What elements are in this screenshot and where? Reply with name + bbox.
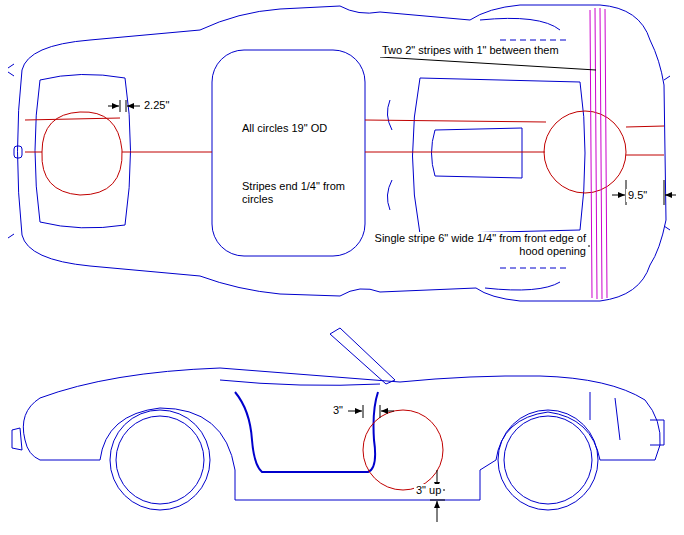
dimension-label: All circles 19" OD bbox=[240, 122, 329, 135]
leader bbox=[612, 195, 625, 196]
rear-wheel bbox=[110, 410, 210, 510]
cross-stripes bbox=[590, 8, 607, 299]
leader bbox=[626, 180, 664, 205]
front-tire bbox=[504, 416, 592, 504]
rear-circle bbox=[42, 112, 122, 195]
leader bbox=[120, 100, 126, 112]
dimensions-side bbox=[348, 405, 445, 522]
dimension-label: 9.5" bbox=[626, 189, 649, 202]
windshield-post bbox=[387, 100, 392, 210]
trunk-lid bbox=[35, 74, 131, 227]
cross-stripe bbox=[595, 8, 597, 299]
body-outline bbox=[18, 5, 667, 301]
dimensions-top bbox=[108, 57, 676, 247]
dimension-label: 3" up bbox=[414, 484, 443, 497]
stripe-line bbox=[25, 118, 664, 155]
leader bbox=[363, 405, 380, 418]
leader bbox=[127, 106, 140, 107]
leader bbox=[348, 411, 362, 412]
cockpit bbox=[212, 50, 365, 256]
door bbox=[235, 392, 378, 472]
leader bbox=[380, 57, 596, 247]
dimension-label: Two 2" stripes with 1" between them bbox=[380, 44, 561, 57]
dimension-label: Single stripe 6" wide 1/4" from front ed… bbox=[372, 232, 588, 258]
hood-circle bbox=[544, 111, 626, 193]
hood-opening bbox=[413, 78, 586, 234]
leader bbox=[108, 106, 119, 107]
dimension-label: 2.25" bbox=[142, 99, 171, 112]
cross-stripe bbox=[590, 10, 592, 298]
leader bbox=[437, 501, 438, 522]
top-view bbox=[8, 5, 670, 301]
dimension-label: 3" bbox=[331, 404, 345, 417]
grille bbox=[12, 392, 664, 450]
cockpit-line bbox=[220, 380, 380, 385]
mirror bbox=[8, 64, 670, 238]
leader bbox=[430, 500, 445, 501]
hood-scoop bbox=[432, 128, 523, 178]
gas-cap bbox=[14, 146, 22, 158]
leader bbox=[381, 411, 394, 412]
side-view bbox=[12, 328, 664, 510]
front-wheel bbox=[498, 410, 598, 510]
windshield bbox=[330, 328, 395, 384]
body-side bbox=[23, 368, 660, 500]
cross-stripe bbox=[600, 8, 602, 299]
door-circle bbox=[363, 410, 443, 490]
cross-stripe bbox=[605, 9, 607, 298]
leader bbox=[665, 195, 676, 196]
dimension-label: Stripes end 1/4" from circles bbox=[240, 180, 356, 206]
rear-tire bbox=[116, 416, 204, 504]
